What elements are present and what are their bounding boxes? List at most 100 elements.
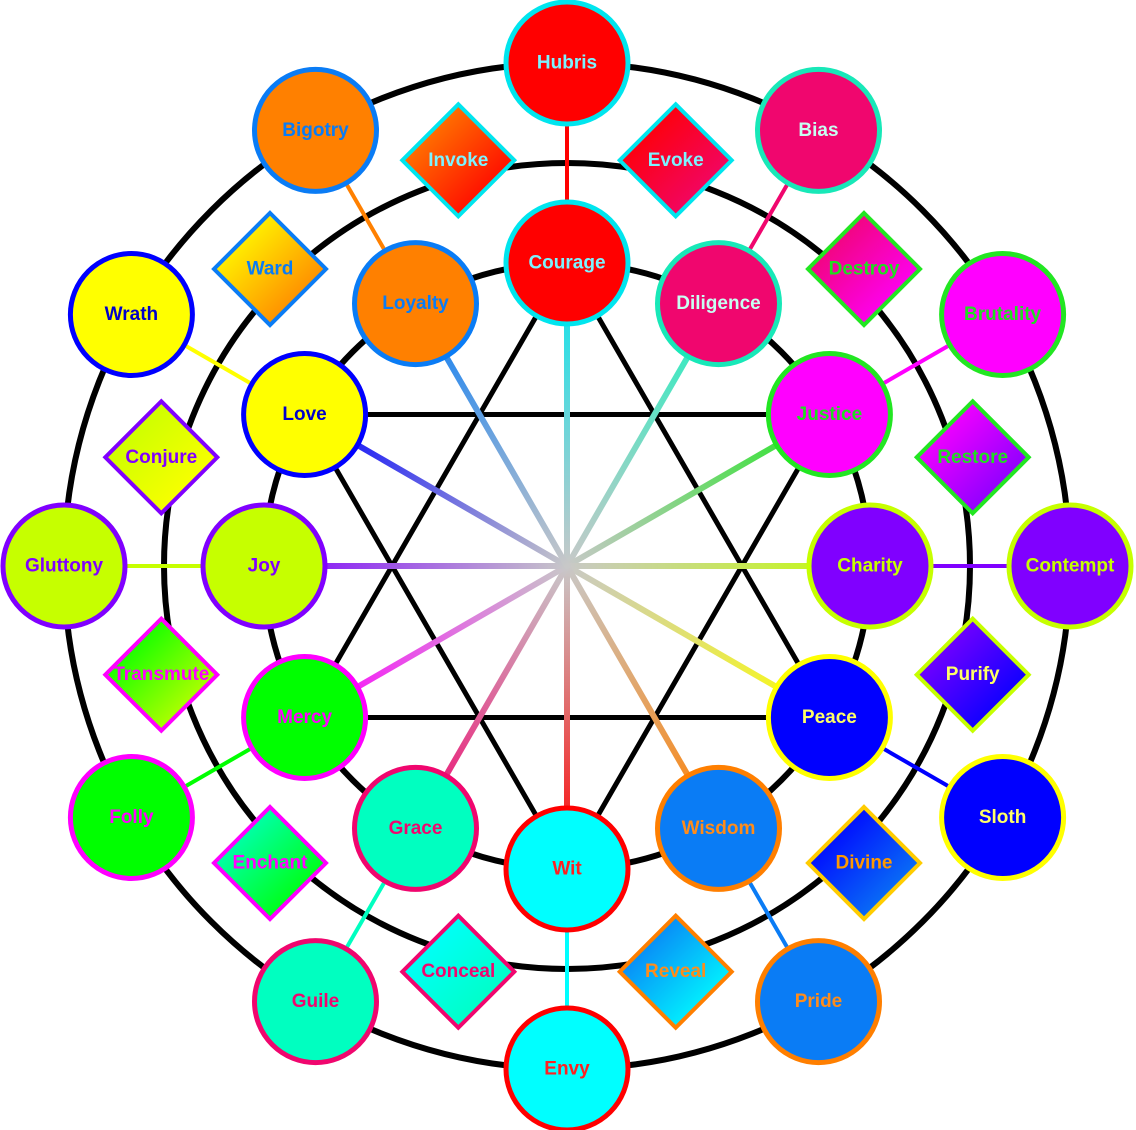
action-enchant: Enchant	[211, 804, 329, 922]
vice-bias: Bias	[755, 66, 882, 194]
vice-circle	[67, 754, 195, 881]
virtue-label: Loyalty	[382, 293, 449, 314]
action-diamond	[399, 912, 518, 1031]
virtue-peace: Peace	[765, 654, 893, 781]
virtue-label: Love	[282, 404, 326, 425]
action-diamonds: EvokeDestroyRestorePurifyDivineRevealCon…	[102, 101, 1032, 1031]
virtue-circle	[655, 764, 782, 892]
action-label: Reveal	[645, 961, 706, 982]
virtue-circle	[241, 351, 369, 478]
action-conceal: Conceal	[399, 912, 518, 1031]
vice-label: Folly	[109, 807, 154, 828]
action-diamond	[211, 804, 329, 922]
action-diamond	[211, 210, 329, 328]
vice-circle	[252, 938, 379, 1066]
vice-label: Sloth	[979, 807, 1027, 828]
vice-circle	[67, 251, 195, 378]
vice-wrath: Wrath	[67, 251, 195, 378]
action-invoke: Invoke	[399, 101, 518, 220]
action-label: Destroy	[829, 259, 900, 280]
virtue-love: Love	[241, 351, 369, 478]
virtue-label: Grace	[389, 818, 443, 839]
virtue-label: Wisdom	[682, 818, 756, 839]
vice-hubris: Hubris	[503, 0, 631, 127]
virtue-nodes: CourageDiligenceJusticeCharityPeaceWisdo…	[200, 199, 934, 933]
vice-circle	[0, 502, 128, 630]
virtue-wit: Wit	[503, 805, 631, 933]
action-evoke: Evoke	[616, 101, 735, 220]
vice-circle	[503, 1005, 631, 1130]
action-label: Evoke	[648, 150, 704, 171]
vice-contempt: Contempt	[1006, 502, 1134, 630]
virtue-circle	[241, 654, 369, 781]
action-label: Enchant	[233, 853, 309, 874]
virtue-circle	[806, 502, 934, 630]
vice-label: Bias	[798, 120, 838, 141]
virtue-circle	[200, 502, 328, 630]
virtue-loyalty: Loyalty	[352, 240, 479, 368]
virtue-circle	[352, 764, 479, 892]
vice-label: Envy	[544, 1059, 590, 1080]
virtue-label: Peace	[802, 707, 857, 728]
vice-circle	[252, 66, 379, 194]
vice-folly: Folly	[67, 754, 195, 881]
virtue-circle	[765, 351, 893, 478]
center-spokes	[264, 263, 870, 869]
action-diamond	[805, 210, 923, 328]
action-diamond	[913, 615, 1032, 734]
virtue-charity: Charity	[806, 502, 934, 630]
vice-brutality: Brutality	[939, 251, 1067, 378]
action-diamond	[102, 398, 221, 517]
vice-label: Pride	[795, 991, 843, 1012]
virtue-label: Courage	[528, 253, 605, 274]
vice-circle	[755, 938, 882, 1066]
action-diamond	[616, 101, 735, 220]
action-destroy: Destroy	[805, 210, 923, 328]
virtue-joy: Joy	[200, 502, 328, 630]
vice-label: Gluttony	[25, 556, 104, 577]
action-conjure: Conjure	[102, 398, 221, 517]
action-ward: Ward	[211, 210, 329, 328]
action-diamond	[102, 615, 221, 734]
virtue-circle	[655, 240, 782, 368]
vice-circle	[1006, 502, 1134, 630]
virtue-label: Justice	[797, 404, 862, 425]
action-restore: Restore	[913, 398, 1032, 517]
vice-pride: Pride	[755, 938, 882, 1066]
action-label: Divine	[835, 853, 892, 874]
virtue-label: Joy	[248, 556, 281, 577]
vice-label: Guile	[292, 991, 340, 1012]
action-transmute: Transmute	[102, 615, 221, 734]
vice-circle	[503, 0, 631, 127]
vice-label: Hubris	[537, 53, 597, 74]
action-label: Ward	[247, 259, 294, 280]
virtue-mercy: Mercy	[241, 654, 369, 781]
vice-circle	[939, 251, 1067, 378]
vice-label: Contempt	[1026, 556, 1115, 577]
action-label: Conjure	[125, 447, 197, 468]
virtue-diligence: Diligence	[655, 240, 782, 368]
action-divine: Divine	[805, 804, 923, 922]
virtue-circle	[765, 654, 893, 781]
virtue-justice: Justice	[765, 351, 893, 478]
virtue-circle	[503, 199, 631, 327]
vice-label: Bigotry	[282, 120, 349, 141]
vice-circle	[939, 754, 1067, 881]
virtue-label: Diligence	[676, 293, 760, 314]
action-diamond	[805, 804, 923, 922]
action-diamond	[913, 398, 1032, 517]
vice-sloth: Sloth	[939, 754, 1067, 881]
virtue-grace: Grace	[352, 764, 479, 892]
action-diamond	[616, 912, 735, 1031]
virtue-label: Charity	[837, 556, 903, 577]
vice-envy: Envy	[503, 1005, 631, 1130]
vice-bigotry: Bigotry	[252, 66, 379, 194]
virtue-courage: Courage	[503, 199, 631, 327]
vice-label: Brutality	[964, 304, 1042, 325]
vice-gluttony: Gluttony	[0, 502, 128, 630]
virtue-circle	[503, 805, 631, 933]
vice-guile: Guile	[252, 938, 379, 1066]
vice-label: Wrath	[105, 304, 158, 325]
